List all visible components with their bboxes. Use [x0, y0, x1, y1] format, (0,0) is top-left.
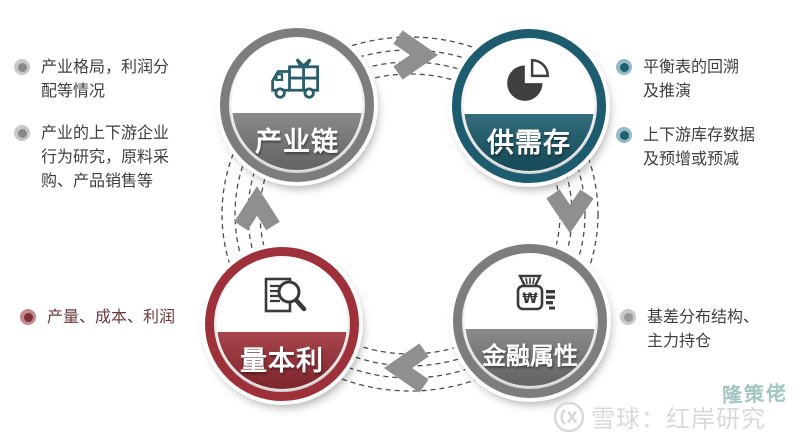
- chevron-left-icon: [383, 343, 429, 393]
- bullet-dot: [619, 62, 629, 72]
- pie-chart-icon: [464, 49, 594, 111]
- annotation-text: 平衡表的回溯 及推演: [643, 59, 740, 100]
- annotation-volume-cost-profit: 产量、成本、利润: [20, 306, 175, 330]
- bullet-dot: [623, 312, 633, 322]
- money-bag-icon: ₩: [465, 264, 595, 326]
- document-search-icon: [217, 267, 347, 329]
- bullet-dot: [17, 62, 27, 72]
- bullet-icon: [616, 127, 632, 143]
- node-volume-cost-profit: 量本利: [205, 247, 359, 401]
- annotation-inventory-data: 上下游库存数据 及预增或预减: [616, 124, 755, 172]
- watermark: 隆策佬 雪球：红岸研究: [554, 378, 794, 436]
- chevron-right-icon: [393, 30, 439, 80]
- bullet-icon: [616, 59, 632, 75]
- node-label-band: 供需存: [464, 113, 594, 171]
- watermark-brand-text: 雪球：红岸研究: [591, 406, 766, 433]
- node-label-band: 产业链: [232, 112, 362, 170]
- node-label: 金融属性: [482, 342, 578, 370]
- bullet-dot: [619, 130, 629, 140]
- node-label: 量本利: [240, 345, 324, 376]
- node-ring: [205, 247, 359, 401]
- bullet-icon: [20, 309, 36, 325]
- node-core: 量本利: [217, 259, 347, 389]
- node-industry-chain: 产业链: [220, 28, 374, 182]
- annotation-text: 产业的上下游企业 行为研究，原料采 购、产品销售等: [41, 125, 170, 190]
- bullet-icon: [14, 59, 30, 75]
- node-core: 供需存: [464, 41, 594, 171]
- node-ring: [453, 244, 607, 398]
- node-ring: [452, 29, 606, 183]
- track-ring: [234, 49, 586, 379]
- annotation-basis-structure: 基差分布结构、 主力持仓: [620, 306, 759, 354]
- chevron-down-icon: [546, 189, 594, 234]
- annotation-text: 基差分布结构、 主力持仓: [647, 309, 760, 350]
- annotation-text: 产业格局，利润分 配等情况: [41, 59, 170, 100]
- node-label-band: 量本利: [217, 331, 347, 389]
- bullet-dot: [23, 312, 33, 322]
- xueqiu-logo-icon: [554, 401, 584, 432]
- node-ring: [220, 28, 374, 182]
- annotation-text: 产量、成本、利润: [47, 309, 176, 326]
- truck-icon: [232, 48, 362, 110]
- annotation-industry-structure: 产业格局，利润分 配等情况: [14, 56, 169, 104]
- annotation-balance-sheet: 平衡表的回溯 及推演: [616, 56, 739, 104]
- node-label-band: 金融属性: [465, 328, 595, 386]
- node-label: 供需存: [487, 127, 571, 158]
- node-financial-attributes: ₩ 金融属性: [453, 244, 607, 398]
- node-core: ₩ 金融属性: [465, 256, 595, 386]
- bullet-icon: [620, 309, 636, 325]
- annotation-text: 上下游库存数据 及预增或预减: [643, 127, 756, 168]
- xueqiu-watermark: 雪球：红岸研究: [554, 399, 766, 434]
- annotation-upstream-downstream-behavior: 产业的上下游企业 行为研究，原料采 购、产品销售等: [14, 122, 169, 194]
- node-core: 产业链: [232, 40, 362, 170]
- bullet-icon: [14, 125, 30, 141]
- node-label: 产业链: [255, 126, 339, 157]
- svg-text:₩: ₩: [522, 291, 538, 307]
- node-supply-demand-inventory: 供需存: [452, 29, 606, 183]
- bullet-dot: [17, 128, 27, 138]
- chevron-up-icon: [234, 186, 280, 231]
